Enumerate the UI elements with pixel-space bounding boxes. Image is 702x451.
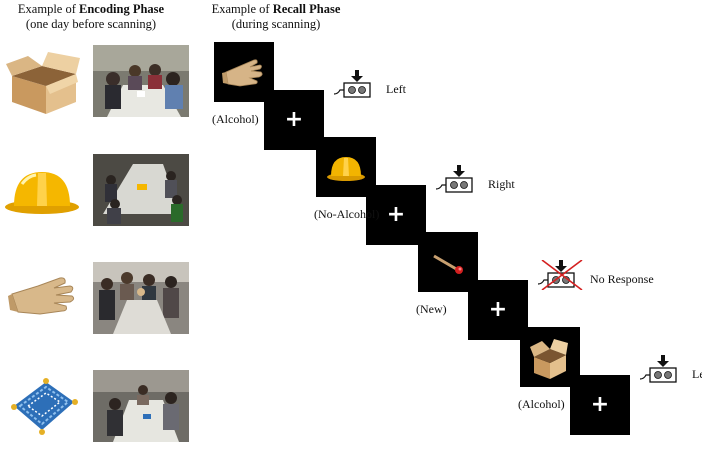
encoding-object-helmet: [4, 166, 82, 218]
encoding-object-glove: [8, 272, 78, 322]
fixation-cross-screen: +: [264, 90, 324, 150]
matchstick-icon: [418, 232, 478, 297]
encoding-object-box: [6, 50, 82, 116]
button-box-icon: [638, 355, 688, 390]
response-label: Right: [488, 177, 515, 191]
encoding-phase-subtitle: (one day before scanning): [25, 17, 157, 31]
cardboard-box-icon: [520, 327, 580, 392]
no-response-button-box-icon: [536, 259, 586, 295]
encoding-scene-photo: [93, 370, 189, 442]
fixation-cross-screen: +: [468, 280, 528, 340]
response-label: Left: [692, 367, 702, 381]
hard-hat-icon: [316, 137, 376, 202]
stimulus-screen: [418, 232, 478, 292]
work-glove-icon: [8, 277, 75, 315]
button-box-icon: [434, 165, 484, 200]
fixation-cross-screen: +: [570, 375, 630, 435]
fixation-cross-screen: +: [366, 185, 426, 245]
condition-label: (Alcohol): [518, 397, 565, 411]
condition-label: (No-Alcohol): [314, 207, 380, 221]
cushion-icon: [11, 378, 78, 435]
cardboard-box-icon: [6, 52, 80, 114]
recall-phase-subtitle: (during scanning): [231, 17, 321, 31]
encoding-scene-photo: [93, 45, 189, 117]
recall-phase-title: Example of Recall Phase: [211, 2, 341, 16]
button-box-icon: [332, 70, 382, 105]
recall-phase-header: Example of Recall Phase (during scanning…: [196, 2, 356, 32]
condition-label: (New): [416, 302, 447, 316]
response-label: No Response: [590, 272, 654, 286]
encoding-scene-photo: [93, 154, 189, 226]
response-label: Left: [386, 82, 406, 96]
encoding-phase-header: Example of Encoding Phase (one day befor…: [2, 2, 180, 32]
condition-label: (Alcohol): [212, 112, 259, 126]
work-glove-icon: [214, 42, 274, 107]
encoding-scene-photo: [93, 262, 189, 334]
hard-hat-icon: [5, 172, 79, 214]
encoding-phase-title: Example of Encoding Phase: [17, 2, 165, 16]
encoding-object-cushion: [6, 376, 80, 438]
